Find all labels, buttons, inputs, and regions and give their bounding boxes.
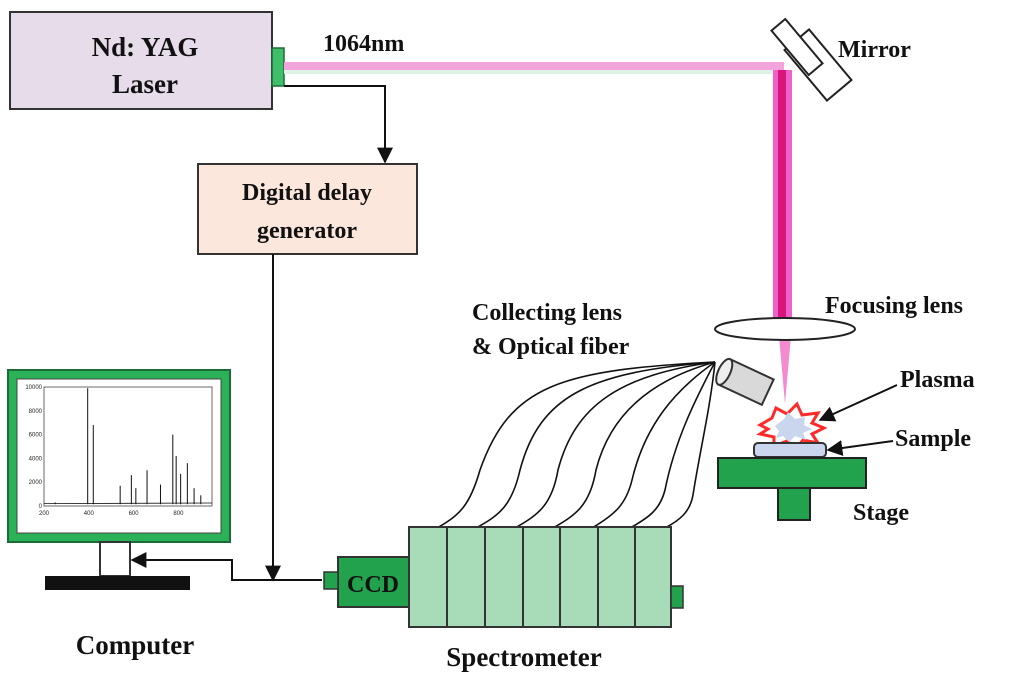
ccd: CCD (323, 556, 410, 608)
laser-label-line2: Laser (112, 69, 178, 99)
monitor-neck (99, 541, 131, 577)
plasma-label: Plasma (900, 367, 975, 393)
ccd-body (337, 556, 410, 608)
stage-label: Stage (853, 500, 909, 526)
optical-fiber (591, 361, 716, 529)
collecting-label-line2: & Optical fiber (472, 334, 630, 360)
stage-post (777, 487, 811, 521)
optical-fibers (436, 361, 716, 529)
laser-output-port (271, 47, 285, 87)
spectrum-y-tick-label: 0 (39, 504, 43, 510)
sample-pointer-arrow (826, 440, 894, 456)
sample-label: Sample (895, 426, 971, 452)
laser-label-line1: Nd: YAG (92, 32, 199, 62)
collecting-label-line1: Collecting lens (472, 300, 622, 326)
spectrum-x-tick-label: 800 (173, 511, 184, 517)
spectrum-y-tick-label: 6000 (29, 433, 43, 439)
optical-fiber (629, 361, 716, 529)
computer-label: Computer (76, 630, 194, 660)
spectrum-axes-frame (43, 386, 213, 507)
delay-label-line1: Digital delay (242, 180, 372, 206)
computer-ccd-cable (130, 552, 322, 581)
laser-box (9, 11, 273, 110)
beam-horizontal-highlight (284, 70, 784, 74)
laser-beam (284, 62, 792, 404)
optical-fiber (514, 361, 716, 529)
beam-vertical-core (778, 70, 786, 320)
spectrum-x-tick-label: 600 (129, 511, 140, 517)
mirror (770, 17, 853, 102)
optical-fiber (436, 361, 716, 529)
mirror-label: Mirror (838, 37, 911, 63)
optical-fiber (475, 361, 716, 529)
spectrum-x-tick-label: 200 (39, 511, 50, 517)
optical-fiber (552, 361, 716, 529)
delay-generator-box (197, 163, 418, 255)
delay-generator: Digital delay generator (197, 163, 418, 255)
plasma-pointer-arrow (818, 384, 898, 422)
collecting-lens (715, 357, 775, 407)
spectrum-y-tick-label: 4000 (29, 456, 43, 462)
spectrometer (408, 526, 684, 628)
spectrum-y-tick-label: 10000 (25, 385, 42, 391)
mirror-front-plate (770, 17, 824, 77)
wavelength-label: 1064nm (323, 31, 404, 57)
delay-label-line2: generator (257, 218, 357, 244)
stage-top (717, 457, 867, 489)
stage (717, 457, 867, 521)
beam-focused-cone (779, 336, 791, 404)
spectrum-x-tick-label: 400 (84, 511, 95, 517)
spectrum-baseline (43, 502, 213, 505)
plasma-core (775, 412, 812, 442)
laser-unit: Nd: YAG Laser (9, 11, 285, 110)
monitor-base (45, 576, 190, 590)
spectrometer-side-port (670, 585, 684, 609)
focusing-lens (714, 317, 856, 341)
focusing-lens-label: Focusing lens (825, 293, 963, 319)
spectrum-y-tick-label: 8000 (29, 409, 43, 415)
monitor-screen (16, 378, 222, 534)
sample (753, 442, 827, 458)
laser-to-delay-wire (284, 85, 393, 164)
ccd-label: CCD (347, 572, 399, 598)
spectrometer-label: Spectrometer (446, 642, 601, 672)
ccd-connector (323, 571, 339, 590)
optical-fiber (664, 361, 716, 529)
spectrum-y-tick-label: 2000 (29, 480, 43, 486)
spectrometer-body (408, 526, 672, 628)
